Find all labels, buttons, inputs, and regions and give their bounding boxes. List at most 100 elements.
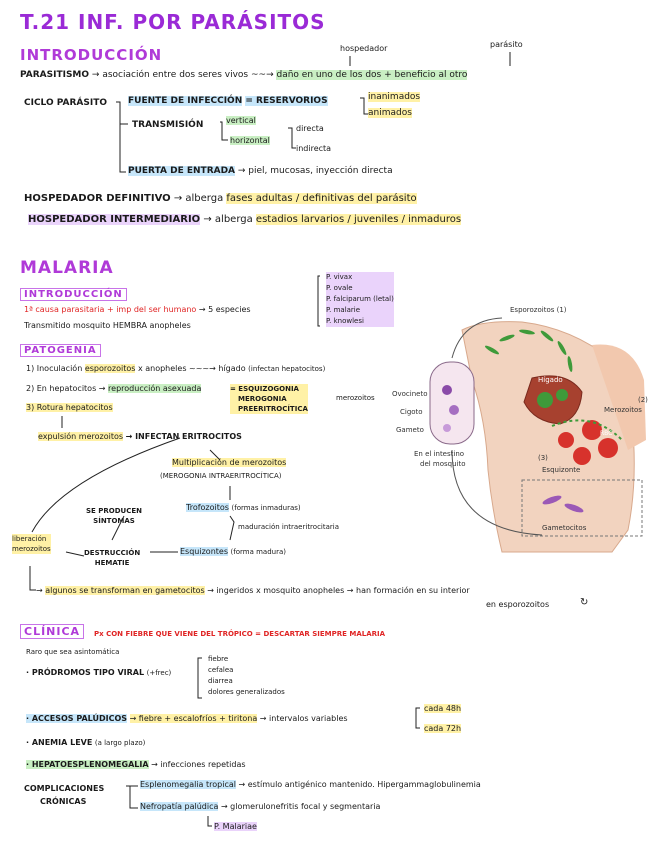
- hosp-def-row: HOSPEDADOR DEFINITIVO → alberga fases ad…: [24, 193, 417, 204]
- hosp-int-row: HOSPEDADOR INTERMEDIARIO → alberga estad…: [28, 214, 461, 225]
- causa-row: 1ª causa parasitaria + imp del ser human…: [24, 305, 251, 314]
- fig-gameto: Gameto: [396, 426, 424, 434]
- esquizontes: Esquizontes: [180, 547, 228, 556]
- fuente-eq: = RESERVORIOS: [245, 96, 327, 106]
- raro-asintomatica: Raro que sea asintomática: [26, 648, 119, 656]
- parasitismo-label: PARASITISMO: [20, 70, 89, 80]
- parasitismo-def: → asociación entre dos seres vivos ~~→: [92, 70, 274, 80]
- destruccion-block: DESTRUCCIÓN HEMATIE: [84, 548, 140, 568]
- preeritrocitica: PREERITROCÍTICA: [230, 404, 308, 414]
- trofozoitos: Trofozoitos: [186, 503, 229, 512]
- directa: directa: [296, 124, 324, 133]
- expulsion: expulsión merozoitos: [38, 432, 123, 441]
- gametocitos-arrow: →: [36, 586, 45, 595]
- hosp-def-text: fases adultas / definitivas del parásito: [226, 193, 416, 204]
- expulsion-row: expulsión merozoitos → INFECTAN ERITROCI…: [38, 432, 242, 441]
- complicaciones-label: COMPLICACIONES CRÓNICAS: [24, 782, 104, 808]
- prod-item: dolores generalizados: [208, 687, 285, 698]
- nefro-row: Nefropatía palúdica → glomerulonefritis …: [140, 802, 380, 811]
- fig-merozoitos: Merozoitos: [604, 406, 642, 414]
- accesos-def: → fiebre + escalofríos + tiritona: [130, 714, 258, 723]
- hosp-int-label: HOSPEDADOR INTERMEDIARIO: [28, 214, 200, 225]
- fig-cigoto: Cigoto: [400, 408, 423, 416]
- fig-esquizonte: Esquizonte: [542, 466, 580, 474]
- note-parasito: parásito: [490, 40, 523, 49]
- cycle-icon: ↻: [580, 597, 588, 608]
- nefro: Nefropatía palúdica: [140, 802, 218, 811]
- merozoitos-label: merozoitos: [336, 394, 375, 402]
- merogonia: MEROGONIA: [230, 394, 308, 404]
- clinica-pauta: Px CON FIEBRE QUE VIENE DEL TRÓPICO = DE…: [94, 630, 385, 638]
- trofozoitos-row: Trofozoitos (formas inmaduras): [186, 503, 301, 512]
- indirecta: indirecta: [296, 144, 331, 153]
- species-item: P. ovale: [326, 283, 394, 294]
- fig-gametocitos: Gametocitos: [542, 524, 586, 532]
- fuente-label: FUENTE DE INFECCIÓN: [128, 96, 242, 106]
- step2-row: 2) En hepatocitos → reproducción asexuad…: [26, 384, 201, 393]
- fig-intestino-1: En el intestino: [414, 450, 464, 458]
- hepato-row: · HEPATOESPLENOMEGALIA → infecciones rep…: [26, 760, 246, 769]
- clinica-box: CLÍNICA: [20, 624, 84, 639]
- trofo-note: (formas inmaduras): [232, 504, 301, 512]
- cada-48: cada 48h: [424, 704, 461, 713]
- transmision-label: TRANSMISIÓN: [132, 120, 203, 130]
- step3: 3) Rotura hepatocitos: [26, 403, 113, 412]
- infectan: → INFECTAN ERITROCITOS: [126, 432, 242, 441]
- puerta-row: PUERTA DE ENTRADA → piel, mucosas, inyec…: [128, 166, 393, 176]
- malaria-lifecycle-figure: Esporozoitos (1) Hígado Merozoitos (2) O…: [392, 300, 648, 554]
- step1-row: 1) Inoculación esporozoitos x anopheles …: [26, 364, 325, 373]
- species-item: P. malarie: [326, 305, 394, 316]
- anemia: · ANEMIA LEVE: [26, 738, 92, 747]
- transmision-mosquito: Transmitido mosquito HEMBRA anopheles: [24, 321, 191, 330]
- fig-higado: Hígado: [538, 376, 563, 384]
- esquizontes-row: Esquizontes (forma madura): [180, 547, 286, 556]
- species-item: P. falciparum (letal): [326, 294, 394, 305]
- prodromos: · PRÓDROMOS TIPO VIRAL: [26, 668, 144, 677]
- maduracion: maduración intraeritrocitaria: [238, 523, 339, 531]
- prodromos-list: fiebre cefalea diarrea dolores generaliz…: [208, 654, 285, 698]
- patogenia-box: PATOGENIA: [20, 344, 101, 357]
- puerta-def: → piel, mucosas, inyección directa: [238, 166, 393, 176]
- fig-intestino-2: del mosquito: [420, 460, 466, 468]
- lifecycle-illustration: [392, 300, 648, 554]
- esquizogonia: = ESQUIZOGONIA: [230, 384, 308, 394]
- cada-72: cada 72h: [424, 724, 461, 733]
- inanimados: inanimados: [368, 92, 420, 102]
- step1-c: x anopheles ~~~→ hígado: [138, 364, 246, 373]
- hosp-def-arrow: → alberga: [174, 193, 223, 204]
- animados: animados: [368, 108, 412, 118]
- hepato-note: → infecciones repetidas: [151, 760, 245, 769]
- especies-arrow: → 5 especies: [199, 305, 251, 314]
- prodromos-freq: (+frec): [147, 669, 172, 677]
- malaria-intro-box: INTRODUCCIÓN: [20, 288, 127, 301]
- se-producen-sintomas: SE PRODUCEN SÍNTOMAS: [86, 506, 142, 526]
- step2-a: 2) En hepatocitos →: [26, 384, 106, 393]
- multiplicacion: Multiplicación de merozoitos: [172, 458, 286, 467]
- hosp-def-label: HOSPEDADOR DEFINITIVO: [24, 193, 171, 204]
- merogonia-intra: (MEROGONIA INTRAERITROCÍTICA): [160, 472, 281, 480]
- fig-merozoitos-n: (2): [638, 396, 648, 404]
- hosp-int-text: estadios larvarios / juveniles / inmadur…: [256, 214, 461, 225]
- ciclo-label: CICLO PARÁSITO: [24, 98, 107, 108]
- causa: 1ª causa parasitaria + imp del ser human…: [24, 305, 196, 314]
- anemia-note: (a largo plazo): [95, 739, 146, 747]
- vertical: vertical: [226, 116, 256, 125]
- step2-b: reproducción asexuada: [108, 384, 201, 393]
- prodromos-row: · PRÓDROMOS TIPO VIRAL (+frec): [26, 668, 171, 677]
- accesos-row: · ACCESOS PALÚDICOS → fiebre + escalofrí…: [26, 714, 348, 723]
- esplen-def: → estímulo antigénico mantenido. Hiperga…: [239, 780, 481, 789]
- step1-a: 1) Inoculación: [26, 364, 82, 373]
- malaria-heading: MALARIA: [20, 258, 114, 278]
- step1-b: esporozoitos: [85, 364, 136, 373]
- fig-num3: (3): [538, 454, 548, 462]
- fuente-row: FUENTE DE INFECCIÓN = RESERVORIOS: [128, 96, 328, 106]
- species-list: P. vivax P. ovale P. falciparum (letal) …: [326, 272, 394, 327]
- intro-heading: INTRODUCCIÓN: [20, 46, 162, 64]
- esplen-row: Esplenomegalia tropical → estímulo antig…: [140, 780, 481, 789]
- esquizogonia-block: = ESQUIZOGONIA MEROGONIA PREERITROCÍTICA: [230, 384, 308, 414]
- species-item: P. vivax: [326, 272, 394, 283]
- hosp-int-arrow: → alberga: [203, 214, 252, 225]
- gametocitos-rest: → ingeridos x mosquito anopheles → han f…: [207, 586, 469, 595]
- esq-note: (forma madura): [231, 548, 286, 556]
- prod-item: fiebre: [208, 654, 285, 665]
